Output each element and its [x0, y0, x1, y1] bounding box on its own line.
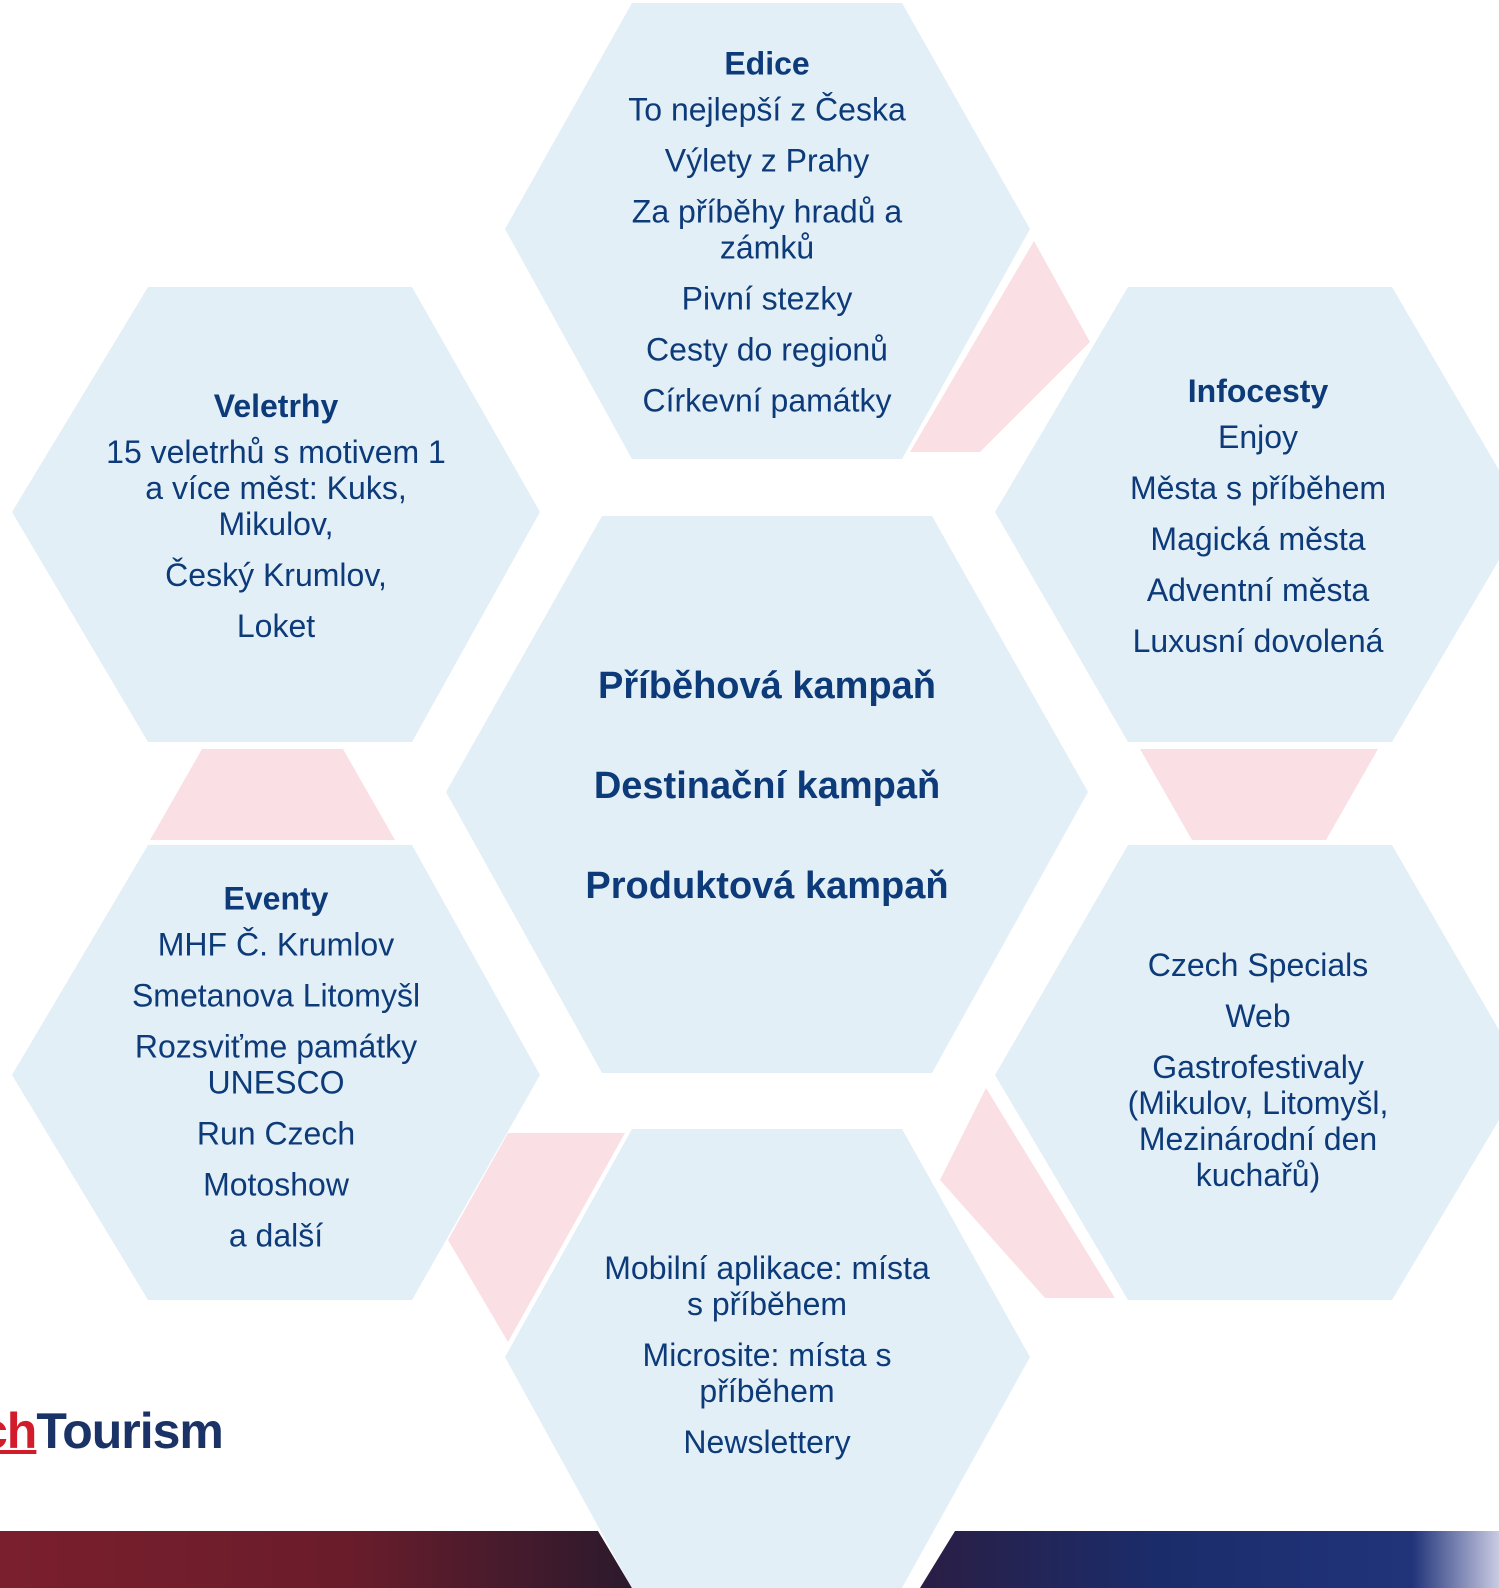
hex-bottom-line: Microsite: místa s příběhem [642, 1337, 892, 1409]
connector-bottom-left [448, 1133, 625, 1342]
hex-lower-right-line: Web [1225, 998, 1291, 1034]
hex-upper-right-line: Města s příběhem [1129, 470, 1387, 506]
hex-lower-left-line: Run Czech [196, 1115, 356, 1152]
campaign-line: Příběhová kampaň [598, 665, 936, 707]
hex-top-line: Pivní stezky [681, 280, 853, 317]
hex-upper-left-line: Loket [236, 608, 316, 644]
hex-top-line: Výlety z Prahy [664, 142, 870, 179]
hex-lower-left-text: Eventy MHF Č. Krumlov Smetanova Litomyšl… [111, 879, 441, 1254]
hex-lower-right [995, 845, 1499, 1300]
hex-center [446, 516, 1088, 1073]
hex-lower-left-line: Rozsviťme památky UNESCO [134, 1028, 418, 1101]
hex-lower-left-title: Eventy [223, 880, 329, 917]
hex-upper-right-line: Adventní města [1146, 572, 1370, 608]
hex-upper-left-title: Veletrhy [213, 388, 339, 424]
hex-top [505, 3, 1030, 459]
czechtourism-logo: chTourism [0, 1402, 224, 1460]
hex-upper-right-line: Luxusní dovolená [1132, 623, 1384, 659]
hex-upper-left-text: Veletrhy 15 veletrhů s motivem 1 a více … [101, 386, 451, 644]
footer-band-left [0, 1531, 632, 1588]
hex-top-line: Cesty do regionů [646, 331, 888, 368]
hex-upper-left-line: 15 veletrhů s motivem 1 a více měst: Kuk… [106, 434, 446, 542]
hex-bottom-line: Newslettery [683, 1424, 851, 1460]
hex-upper-left [12, 287, 540, 742]
connector-right-upper [1140, 749, 1378, 840]
footer-band-right [920, 1531, 1499, 1588]
connector-top-right [910, 241, 1090, 452]
hex-bottom-line: Mobilní aplikace: místa s příběhem [604, 1250, 930, 1322]
hex-upper-right [995, 287, 1499, 742]
logo-text: Tourism [36, 1403, 224, 1459]
hex-lower-left-line: Motoshow [203, 1166, 349, 1203]
hex-lower-right-line: Gastrofestivaly (Mikulov, Litomyšl, Mezi… [1127, 1049, 1389, 1193]
hex-lower-left-line: Smetanova Litomyšl [131, 977, 421, 1014]
hex-lower-right-line: Czech Specials [1147, 947, 1369, 983]
connector-left [150, 749, 395, 840]
hex-upper-right-line: Enjoy [1217, 419, 1299, 455]
hex-center-text: Příběhová kampaň Destinační kampaň Produ… [557, 664, 977, 908]
hex-top-line: Za příběhy hradů a zámků [631, 193, 903, 266]
campaign-line: Produktová kampaň [585, 865, 949, 907]
hex-top-title: Edice [724, 45, 810, 82]
hex-bottom [505, 1129, 1030, 1588]
logo-prefix: ch [0, 1403, 37, 1459]
hex-upper-right-line: Magická města [1150, 521, 1366, 557]
connector-right-lower [940, 1088, 1115, 1298]
hex-upper-right-text: Infocesty Enjoy Města s příběhem Magická… [1093, 371, 1423, 659]
hex-upper-right-title: Infocesty [1187, 373, 1329, 409]
hex-lower-left-line: a další [228, 1217, 324, 1254]
footer-band [0, 1531, 1499, 1588]
hex-bottom-text: Mobilní aplikace: místa s příběhem Micro… [602, 1250, 932, 1460]
hex-upper-left-line: Český Krumlov, [165, 557, 387, 593]
hex-lower-left [12, 845, 540, 1300]
hex-top-line: To nejlepší z Česka [628, 91, 906, 128]
hex-lower-left-line: MHF Č. Krumlov [157, 926, 395, 963]
hex-top-text: Edice To nejlepší z Česka Výlety z Prahy… [602, 44, 932, 419]
hex-lower-right-text: Czech Specials Web Gastrofestivaly (Miku… [1093, 947, 1423, 1193]
hex-top-line: Církevní památky [642, 382, 892, 419]
campaign-line: Destinační kampaň [593, 765, 941, 807]
